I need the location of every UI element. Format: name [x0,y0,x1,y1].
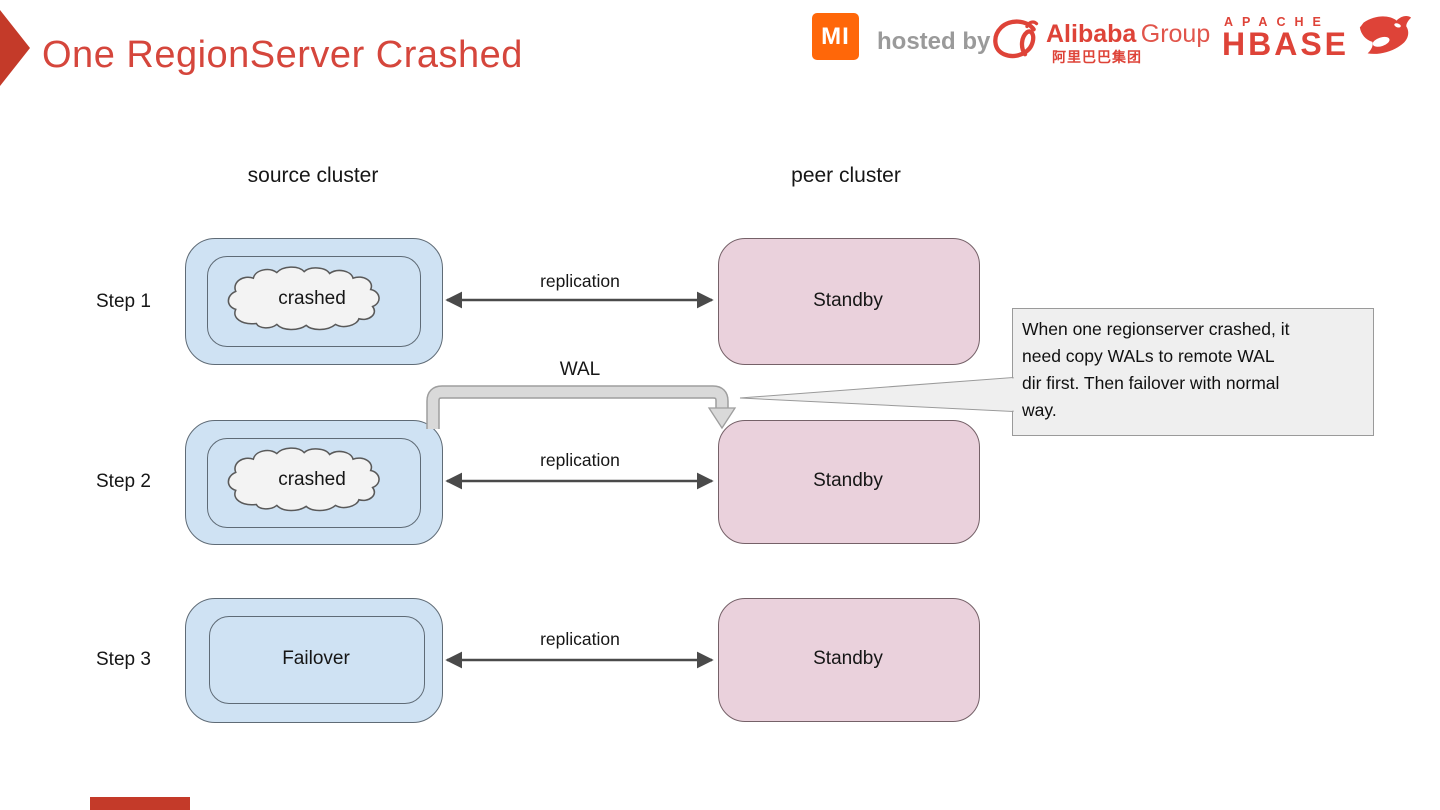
callout-text-line: way. [1022,400,1057,420]
hbase-wordmark: HBASE [1222,26,1350,62]
xiaomi-logo-text: MI [821,22,850,50]
failover-box [209,616,425,704]
replication-label-step2: replication [540,450,620,470]
standby-label-step1: Standby [813,290,883,311]
failover-label: Failover [282,648,350,669]
standby-label-step2: Standby [813,470,883,491]
step-1-label: Step 1 [96,291,151,312]
standby-box-step1 [718,238,980,365]
source-inner-box-step2 [207,438,421,528]
step-3-label: Step 3 [96,649,151,670]
replication-label-step3: replication [540,629,620,649]
hosted-by-label: hosted by [877,28,991,55]
replication-label-step1: replication [540,271,620,291]
page-title: One RegionServer Crashed [42,34,523,76]
crashed-label-step2: crashed [278,469,346,490]
standby-box-step3 [718,598,980,722]
callout-box [1012,308,1374,436]
callout-tail [739,376,1014,413]
bottom-accent-bar [90,797,190,810]
wal-label: WAL [559,359,601,380]
column-header-source: source cluster [247,164,379,187]
crashed-label-step1: crashed [278,288,346,309]
standby-label-step3: Standby [813,648,883,669]
alibaba-wordmark-row: Alibaba Group [1046,20,1210,49]
step-2-label: Step 2 [96,471,151,492]
alibaba-chinese-label: 阿里巴巴集团 [1052,49,1142,65]
title-accent-chevron-icon [0,10,30,86]
callout-text-line: need copy WALs to remote WAL [1022,346,1275,366]
wal-connector-arrow [426,385,729,429]
source-inner-box-step1 [207,256,421,347]
alibaba-mark-icon [993,19,1039,59]
crashed-cloud-step1 [227,266,380,331]
callout-text-line: dir first. Then failover with normal [1022,373,1280,393]
crashed-cloud-step2 [227,447,380,512]
xiaomi-logo: MI [812,13,859,60]
apache-label: APACHE [1224,15,1330,29]
callout-text: When one regionserver crashed, it need c… [1022,316,1364,424]
alibaba-group-label: Group [1140,20,1211,48]
orca-icon [1359,16,1412,54]
standby-box-step2 [718,420,980,544]
callout-text-line: When one regionserver crashed, it [1022,319,1290,339]
alibaba-wordmark: Alibaba [1046,20,1137,48]
column-header-peer: peer cluster [791,164,901,187]
